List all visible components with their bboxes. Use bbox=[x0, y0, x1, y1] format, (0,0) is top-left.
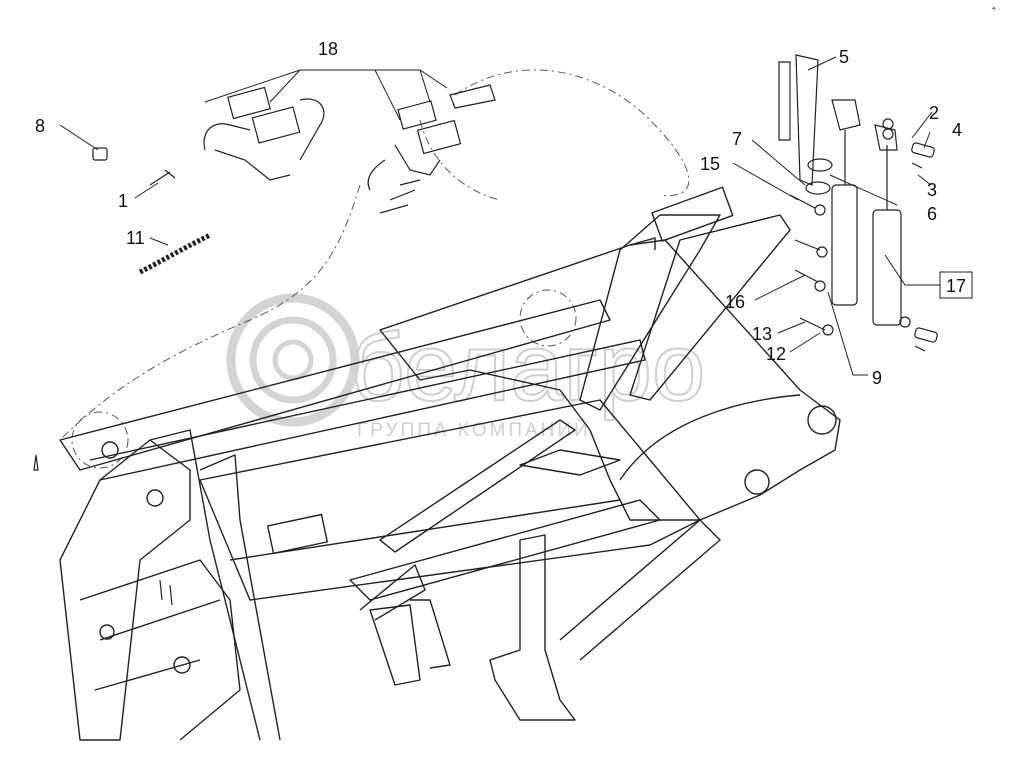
callouts: 18 8 1 11 5 7 15 2 4 3 6 16 13 12 9 17 bbox=[35, 39, 973, 388]
leader-lines bbox=[59, 56, 940, 376]
callout-8: 8 bbox=[35, 116, 45, 136]
callout-13: 13 bbox=[752, 324, 772, 344]
loader-frame bbox=[59, 186, 841, 741]
callout-5: 5 bbox=[839, 47, 849, 67]
callout-11: 11 bbox=[126, 228, 145, 248]
callout-18: 18 bbox=[318, 39, 338, 59]
callout-3: 3 bbox=[927, 180, 937, 200]
hardware bbox=[33, 118, 938, 606]
callout-4: 4 bbox=[952, 120, 962, 140]
callout-16: 16 bbox=[725, 292, 745, 312]
hidden-lines bbox=[59, 69, 690, 469]
corner-mark: ⬘ ‥ bbox=[992, 6, 1001, 12]
callout-7: 7 bbox=[732, 129, 742, 149]
callout-17-box bbox=[939, 271, 973, 299]
hydraulic-cylinders bbox=[778, 54, 902, 326]
callout-2: 2 bbox=[929, 103, 939, 123]
callout-6: 6 bbox=[927, 204, 937, 224]
callout-1: 1 bbox=[118, 191, 128, 211]
callout-15: 15 bbox=[700, 154, 720, 174]
valve-block-assembly bbox=[203, 84, 496, 214]
watermark: белагро ГРУППА КОМПАНИЙ bbox=[226, 293, 706, 441]
callout-9: 9 bbox=[872, 368, 882, 388]
watermark-tagline: ГРУППА КОМПАНИЙ bbox=[357, 419, 591, 441]
watermark-brand: белагро bbox=[350, 314, 705, 421]
callout-17: 17 bbox=[946, 276, 966, 296]
callout-12: 12 bbox=[766, 344, 786, 364]
